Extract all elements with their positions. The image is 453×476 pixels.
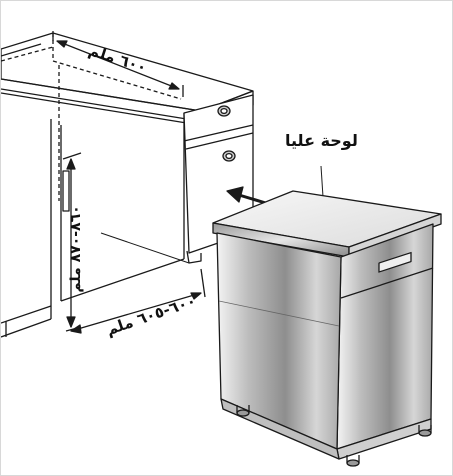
dishwasher	[212, 190, 442, 467]
knob-icon	[217, 105, 231, 117]
depth-dimension	[70, 232, 206, 334]
top-panel-leader	[320, 165, 324, 198]
width-dimension	[52, 31, 184, 97]
top-panel-label: لوحة عليا	[285, 131, 358, 150]
niche-walls	[1, 113, 185, 338]
door-panel	[336, 223, 434, 450]
door-handle	[378, 251, 412, 273]
niche-height-label: ٨٦٠-٨٧٠ ملم	[68, 205, 84, 293]
side-panel	[216, 232, 342, 450]
knob-icon	[222, 150, 236, 162]
niche-outline	[1, 33, 182, 201]
